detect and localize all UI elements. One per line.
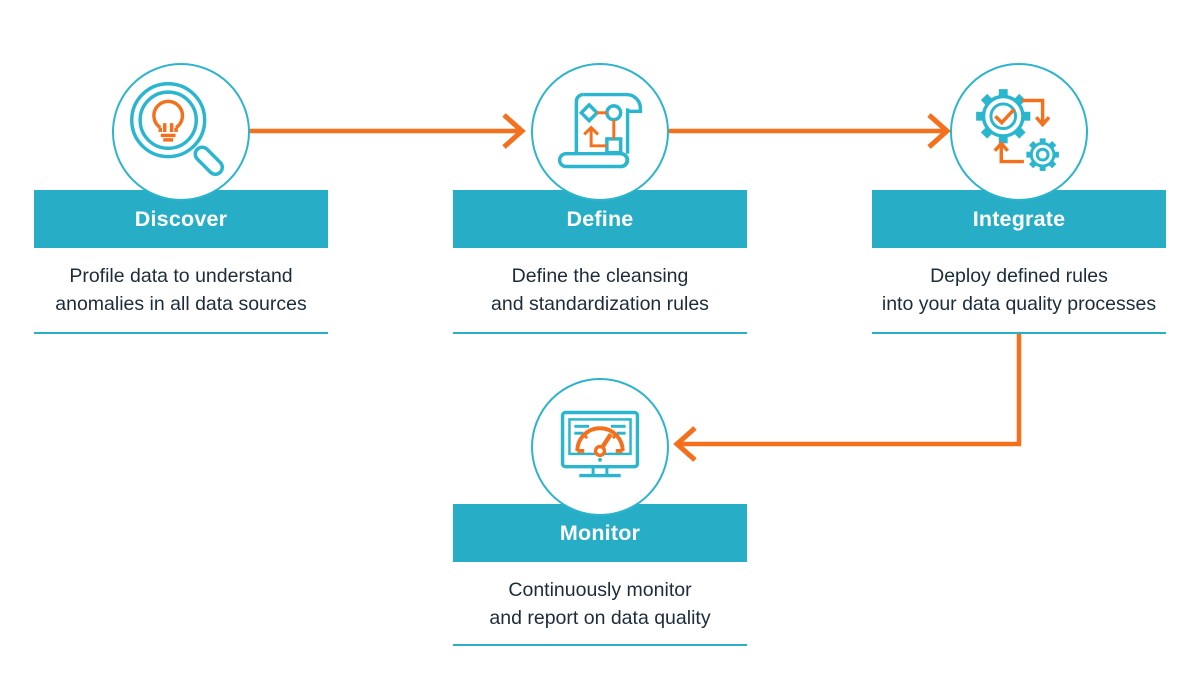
step-description-line: Profile data to understand — [69, 265, 293, 287]
step-underline — [872, 332, 1166, 334]
gears-sync-icon — [976, 89, 1059, 171]
step-description-line: Deploy defined rules — [930, 265, 1108, 287]
step-label: Monitor — [559, 520, 641, 545]
magnifier-lightbulb-icon — [130, 81, 225, 177]
step-label: Define — [566, 206, 634, 231]
arrow-discover-to-define — [250, 113, 526, 149]
scroll-flowchart-icon — [557, 92, 643, 169]
step-underline — [453, 332, 747, 334]
step-description-line: and report on data quality — [489, 607, 711, 629]
step-description: Deploy defined rules into your data qual… — [869, 262, 1169, 318]
step-description: Continuously monitor and report on data … — [450, 576, 750, 632]
step-description-line: into your data quality processes — [881, 293, 1157, 315]
step-label: Integrate — [972, 206, 1066, 231]
step-description-line: Define the cleansing — [511, 265, 689, 287]
step-description-line: and standardization rules — [491, 293, 709, 315]
dashboard-gauge-icon — [560, 410, 640, 478]
step-icon-circle — [950, 63, 1088, 201]
arrow-integrate-to-monitor — [673, 334, 1022, 462]
step-description-line: anomalies in all data sources — [55, 293, 307, 315]
step-description: Define the cleansing and standardization… — [450, 262, 750, 318]
step-label: Discover — [134, 206, 228, 231]
step-icon-circle — [112, 63, 250, 201]
step-underline — [34, 332, 328, 334]
arrow-define-to-integrate — [669, 113, 951, 149]
step-description: Profile data to understand anomalies in … — [31, 262, 331, 318]
step-icon-circle — [531, 63, 669, 201]
step-underline — [453, 644, 747, 646]
step-description-line: Continuously monitor — [508, 579, 692, 601]
step-icon-circle — [531, 378, 669, 516]
